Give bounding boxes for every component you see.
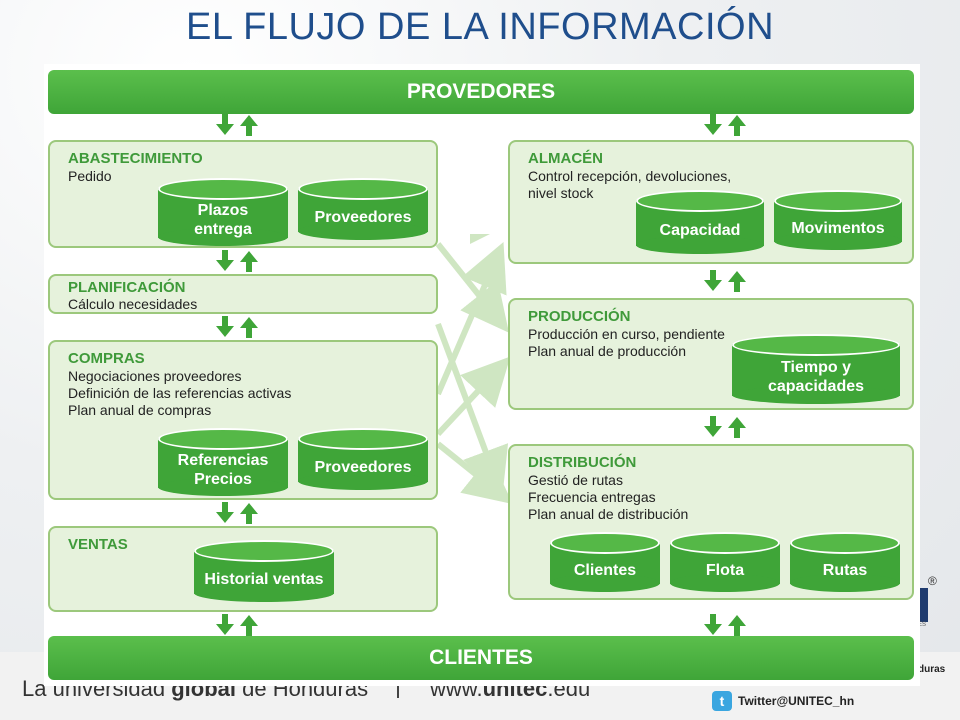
down-up-arrows-icon [704, 270, 748, 292]
distribucion-line: Plan anual de distribución [528, 506, 689, 522]
produccion-line: Plan anual de producción [528, 343, 687, 359]
down-up-arrows-icon [704, 114, 748, 136]
distribucion-line: Gestió de rutas [528, 472, 623, 488]
cylinder-label: Movimentos [791, 219, 885, 237]
cylinder-label: Proveedores [314, 458, 412, 476]
down-up-arrows-icon [216, 250, 260, 272]
cross-flow-arrows [435, 234, 518, 504]
twitter-icon: t [712, 691, 732, 711]
cylinder-referencias-precios: Referencias Precios [158, 424, 288, 496]
produccion-line: Producción en curso, pendiente [528, 326, 725, 342]
diagram-panel: PROVEDORES CLIENTES ABASTECIMIENTO Pedid… [44, 64, 920, 686]
band-proveedores: PROVEDORES [48, 70, 914, 114]
distribucion-title: DISTRIBUCIÓN [528, 454, 637, 471]
planificacion-title: PLANIFICACIÓN [68, 279, 186, 296]
abastecimiento-lines: Pedido [68, 168, 112, 185]
cylinder-plazos-entrega: Plazos entrega [158, 174, 288, 246]
band-clientes: CLIENTES [48, 636, 914, 680]
cylinder-proveedores-2: Proveedores [298, 424, 428, 490]
down-up-arrows-icon [216, 614, 260, 636]
cylinder-label: Capacidad [659, 221, 741, 239]
planificacion-line: Cálculo necesidades [68, 296, 198, 312]
compras-line: Negociaciones proveedores [68, 368, 242, 384]
cylinder-proveedores-1: Proveedores [298, 174, 428, 240]
footer-separator [397, 678, 399, 698]
twitter-handle[interactable]: t Twitter@UNITEC_hn [712, 690, 854, 712]
logo-text-fragment: ES [918, 622, 927, 628]
cylinder-tiempo-capacidades: Tiempo y capacidades [732, 330, 900, 404]
cylinder-label: Clientes [573, 561, 637, 579]
down-up-arrows-icon [216, 316, 260, 338]
cylinder-label: Proveedores [314, 208, 412, 226]
cylinder-label: Referencias Precios [177, 452, 269, 488]
almacen-line: nivel stock [528, 185, 594, 201]
down-up-arrows-icon [704, 614, 748, 636]
planificacion-lines: Cálculo necesidades [68, 296, 197, 313]
page-title: EL FLUJO DE LA INFORMACIÓN [185, 6, 775, 48]
registered-mark: ® [928, 574, 937, 588]
compras-line: Plan anual de compras [68, 402, 212, 418]
cylinder-capacidad: Capacidad [636, 186, 764, 254]
box-ventas: VENTAS Historial ventas [48, 526, 438, 612]
cylinder-label: Plazos entrega [194, 202, 252, 238]
cylinder-label: Historial ventas [204, 570, 324, 588]
ventas-title: VENTAS [68, 536, 128, 553]
box-produccion: PRODUCCIÓN Producción en curso, pendient… [508, 298, 914, 410]
box-abastecimiento: ABASTECIMIENTO Pedido Plazos entrega Pro… [48, 140, 438, 248]
almacen-title: ALMACÉN [528, 150, 603, 167]
distribucion-line: Frecuencia entregas [528, 489, 656, 505]
cylinder-label: Tiempo y capacidades [767, 359, 865, 395]
cylinder-label: Rutas [822, 561, 868, 579]
box-planificacion: PLANIFICACIÓN Cálculo necesidades [48, 274, 438, 314]
cylinder-clientes: Clientes [550, 528, 660, 592]
down-up-arrows-icon [216, 502, 260, 524]
produccion-lines: Producción en curso, pendiente Plan anua… [528, 326, 725, 360]
honduras-fragment: duras [918, 664, 946, 675]
compras-lines: Negociaciones proveedores Definición de … [68, 368, 291, 419]
almacen-lines: Control recepción, devoluciones, nivel s… [528, 168, 731, 202]
compras-line: Definición de las referencias activas [68, 385, 292, 401]
abastecimiento-title: ABASTECIMIENTO [68, 150, 203, 167]
cylinder-flota: Flota [670, 528, 780, 592]
distribucion-lines: Gestió de rutas Frecuencia entregas Plan… [528, 472, 688, 523]
compras-title: COMPRAS [68, 350, 145, 367]
cylinder-rutas: Rutas [790, 528, 900, 592]
cylinder-label: Flota [705, 561, 745, 579]
produccion-title: PRODUCCIÓN [528, 308, 631, 325]
cylinder-historial-ventas: Historial ventas [194, 536, 334, 602]
abastecimiento-line: Pedido [68, 168, 112, 184]
almacen-line: Control recepción, devoluciones, [528, 168, 732, 184]
twitter-label: Twitter@UNITEC_hn [738, 694, 855, 708]
box-distribucion: DISTRIBUCIÓN Gestió de rutas Frecuencia … [508, 444, 914, 600]
cylinder-movimentos: Movimentos [774, 186, 902, 250]
box-compras: COMPRAS Negociaciones proveedores Defini… [48, 340, 438, 500]
box-almacen: ALMACÉN Control recepción, devoluciones,… [508, 140, 914, 264]
down-up-arrows-icon [216, 114, 260, 136]
down-up-arrows-icon [704, 416, 748, 438]
